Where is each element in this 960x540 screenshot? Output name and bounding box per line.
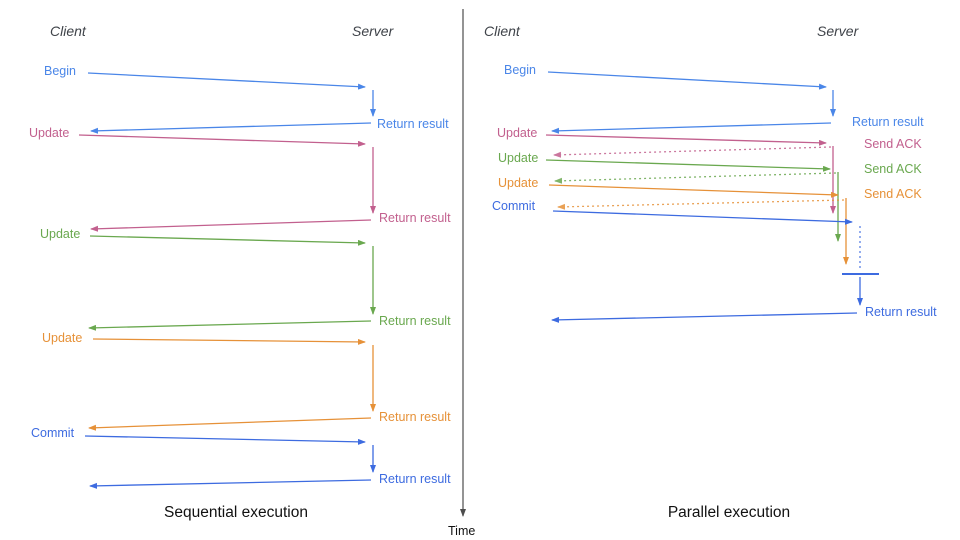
left-begin-label: Begin <box>44 64 76 78</box>
left-return1-arrow <box>90 122 372 134</box>
left-update3-label: Update <box>42 331 83 345</box>
right-ack1-dotted-arrow <box>553 146 832 158</box>
right-begin-label: Begin <box>504 63 536 77</box>
left-return5-label: Return result <box>379 472 451 486</box>
left-return2-arrow <box>90 219 372 232</box>
left-commit-label: Commit <box>31 426 75 440</box>
right-update2-request-arrow <box>545 159 831 172</box>
left-return4-label: Return result <box>379 410 451 424</box>
right-return1-label: Return result <box>852 115 924 129</box>
left-update2-label: Update <box>40 227 81 241</box>
left-return4-arrow <box>88 417 372 431</box>
right-commit-request-arrow <box>552 210 853 225</box>
left-return1-label: Return result <box>377 117 449 131</box>
right-ack3-dotted-arrow <box>557 199 845 210</box>
right-commit-label: Commit <box>492 199 536 213</box>
right-update1-label: Update <box>497 126 538 140</box>
right-return-final-label: Return result <box>865 305 937 319</box>
left-client-header: Client <box>50 23 86 39</box>
right-update2-label: Update <box>498 151 539 165</box>
right-ack2-dotted-arrow <box>554 172 837 184</box>
left-update3-request-arrow <box>92 338 366 345</box>
right-ack2-label: Send ACK <box>864 162 922 176</box>
left-return5-arrow <box>89 479 372 489</box>
right-return1-arrow <box>551 122 832 134</box>
left-return3-arrow <box>88 320 372 331</box>
left-caption: Sequential execution <box>164 504 308 521</box>
left-return3-label: Return result <box>379 314 451 328</box>
right-begin-request-arrow <box>547 71 827 90</box>
left-commit-request-arrow <box>84 435 366 445</box>
left-update1-request-arrow <box>78 134 366 147</box>
left-update1-label: Update <box>29 126 70 140</box>
left-server-header: Server <box>352 23 394 39</box>
left-return2-label: Return result <box>379 211 451 225</box>
right-caption: Parallel execution <box>667 504 791 521</box>
right-update1-request-arrow <box>545 134 827 146</box>
right-return-final-arrow <box>551 312 858 323</box>
time-axis-label: Time <box>448 524 476 538</box>
right-ack1-label: Send ACK <box>864 137 922 151</box>
right-server-header: Server <box>817 23 859 39</box>
left-update2-request-arrow <box>89 235 366 246</box>
right-update3-label: Update <box>498 176 539 190</box>
left-begin-request-arrow <box>87 72 366 90</box>
right-update3-request-arrow <box>548 184 839 198</box>
right-client-header: Client <box>484 23 520 39</box>
right-ack3-label: Send ACK <box>864 187 922 201</box>
